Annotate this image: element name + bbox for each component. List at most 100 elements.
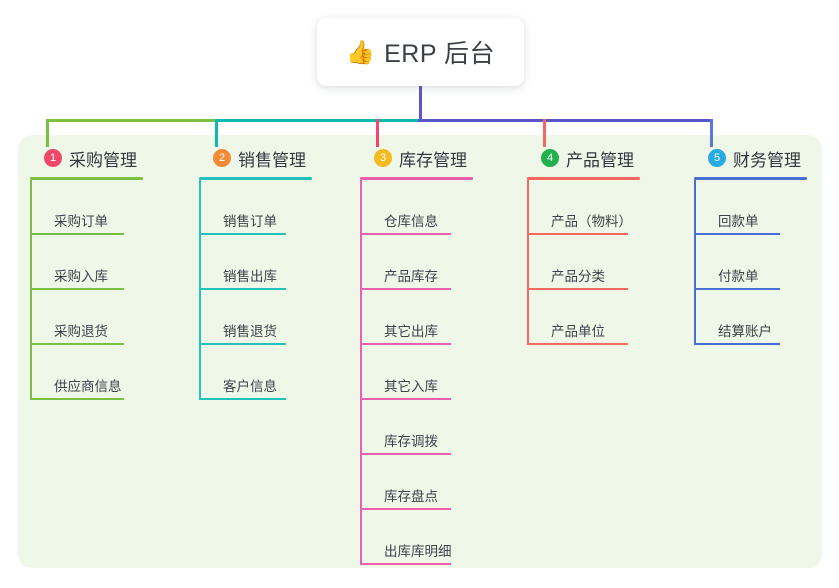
list-item-label: 产品库存: [384, 269, 438, 284]
list-item[interactable]: 销售订单: [199, 180, 312, 235]
column-header-5[interactable]: 5 财务管理: [694, 146, 807, 170]
list-item[interactable]: 客户信息: [199, 345, 312, 400]
list-item-rule: [527, 233, 628, 235]
column-title-4: 产品管理: [566, 150, 634, 170]
list-item-rule: [527, 288, 628, 290]
column-underline-1: [30, 177, 143, 180]
list-item-rule: [360, 563, 451, 565]
list-item-label: 出库库明细: [384, 544, 452, 559]
list-item-rule: [360, 398, 451, 400]
column-badge-3: 3: [374, 149, 392, 167]
list-item[interactable]: 产品（物料）: [527, 180, 640, 235]
list-item-rule: [360, 288, 451, 290]
column-underline-4: [527, 177, 640, 180]
column-title-1: 采购管理: [69, 150, 137, 170]
column-underline-2: [199, 177, 312, 180]
list-item-label: 采购入库: [54, 269, 108, 284]
list-item-label: 采购退货: [54, 324, 108, 339]
list-item-label: 库存调拨: [384, 434, 438, 449]
list-item-rule: [199, 398, 286, 400]
list-item[interactable]: 产品单位: [527, 290, 640, 345]
column-badge-5: 5: [708, 149, 726, 167]
root-node-title: 👍 ERP 后台: [346, 34, 495, 70]
list-item-label: 结算账户: [718, 324, 772, 339]
column-badge-4: 4: [541, 149, 559, 167]
list-item-label: 其它入库: [384, 379, 438, 394]
root-title-text: ERP 后台: [384, 40, 496, 68]
list-item[interactable]: 销售退货: [199, 290, 312, 345]
column-badge-1: 1: [44, 149, 62, 167]
bus-segment-violet: [418, 119, 713, 122]
list-item[interactable]: 其它出库: [360, 290, 473, 345]
column-1: 1 采购管理采购订单采购入库采购退货供应商信息: [30, 146, 143, 400]
column-items-3: 仓库信息产品库存其它出库其它入库库存调拨库存盘点出库库明细: [360, 180, 473, 565]
list-item-label: 付款单: [718, 269, 759, 284]
column-spine-4: [527, 180, 529, 345]
connector-drop-4: [543, 119, 546, 147]
list-item[interactable]: 出库库明细: [360, 510, 473, 565]
list-item-label: 采购订单: [54, 214, 108, 229]
bus-segment-green: [46, 119, 217, 122]
list-item-rule: [694, 233, 780, 235]
list-item[interactable]: 产品分类: [527, 235, 640, 290]
list-item-rule: [694, 288, 780, 290]
connector-drop-2: [215, 119, 218, 147]
column-spine-1: [30, 180, 32, 400]
list-item-label: 销售订单: [223, 214, 277, 229]
column-5: 5 财务管理回款单付款单结算账户: [694, 146, 807, 345]
list-item-label: 回款单: [718, 214, 759, 229]
list-item-rule: [694, 343, 780, 345]
list-item[interactable]: 库存调拨: [360, 400, 473, 455]
list-item[interactable]: 库存盘点: [360, 455, 473, 510]
bus-segment-teal: [215, 119, 422, 122]
diagram-panel: [18, 135, 822, 568]
list-item-label: 销售退货: [223, 324, 277, 339]
list-item-rule: [30, 288, 124, 290]
list-item[interactable]: 结算账户: [694, 290, 807, 345]
list-item[interactable]: 回款单: [694, 180, 807, 235]
list-item-rule: [30, 343, 124, 345]
list-item-label: 供应商信息: [54, 379, 122, 394]
list-item-rule: [360, 508, 451, 510]
list-item-rule: [199, 343, 286, 345]
list-item-label: 产品单位: [551, 324, 605, 339]
root-node-card[interactable]: 👍 ERP 后台: [317, 18, 524, 86]
column-underline-5: [694, 177, 807, 180]
column-header-1[interactable]: 1 采购管理: [30, 146, 143, 170]
list-item-label: 销售出库: [223, 269, 277, 284]
column-badge-2: 2: [213, 149, 231, 167]
column-items-1: 采购订单采购入库采购退货供应商信息: [30, 180, 143, 400]
list-item-label: 产品（物料）: [551, 214, 632, 229]
list-item[interactable]: 付款单: [694, 235, 807, 290]
list-item-rule: [527, 343, 628, 345]
list-item-label: 其它出库: [384, 324, 438, 339]
list-item-label: 客户信息: [223, 379, 277, 394]
column-underline-3: [360, 177, 473, 180]
list-item[interactable]: 采购订单: [30, 180, 143, 235]
connector-trunk: [419, 86, 422, 122]
list-item-rule: [360, 343, 451, 345]
column-items-2: 销售订单销售出库销售退货客户信息: [199, 180, 312, 400]
column-items-5: 回款单付款单结算账户: [694, 180, 807, 345]
list-item[interactable]: 采购退货: [30, 290, 143, 345]
list-item-label: 产品分类: [551, 269, 605, 284]
column-header-4[interactable]: 4 产品管理: [527, 146, 640, 170]
column-spine-5: [694, 180, 696, 345]
list-item[interactable]: 采购入库: [30, 235, 143, 290]
column-title-5: 财务管理: [733, 150, 801, 170]
list-item-rule: [199, 233, 286, 235]
list-item[interactable]: 仓库信息: [360, 180, 473, 235]
list-item-label: 仓库信息: [384, 214, 438, 229]
connector-drop-1: [46, 119, 49, 147]
list-item[interactable]: 销售出库: [199, 235, 312, 290]
list-item-rule: [30, 233, 124, 235]
list-item-label: 库存盘点: [384, 489, 438, 504]
list-item[interactable]: 产品库存: [360, 235, 473, 290]
list-item[interactable]: 其它入库: [360, 345, 473, 400]
list-item[interactable]: 供应商信息: [30, 345, 143, 400]
list-item-rule: [30, 398, 124, 400]
